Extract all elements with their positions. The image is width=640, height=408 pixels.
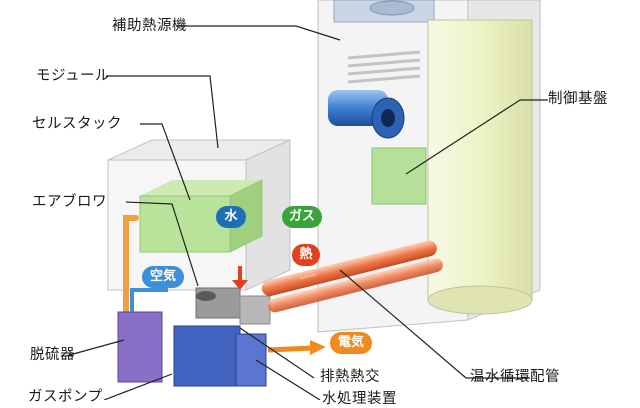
label-cell-stack: セルスタック: [32, 116, 122, 132]
hot-water-pipes: [261, 240, 443, 313]
leader-lines: [65, 25, 548, 400]
lower-equipment: [117, 287, 271, 387]
label-control-board: 制御基盤: [548, 91, 608, 107]
module-housing: [107, 139, 291, 291]
badge-air: 空気: [142, 266, 184, 288]
air-flow-arrow: [130, 288, 168, 312]
label-module: モジュール: [36, 68, 110, 84]
vent-grille: [347, 50, 421, 84]
hot-water-tank: [427, 19, 533, 315]
badge-electricity: 電気: [330, 332, 372, 354]
label-air-blower: エアブロワ: [32, 194, 107, 210]
heat-arrow: [299, 272, 317, 280]
label-aux-heat-source: 補助熱源機: [112, 18, 187, 34]
label-water-treatment: 水処理装置: [322, 391, 397, 407]
right-housing: [317, 0, 541, 333]
electricity-arrow: [267, 345, 313, 353]
control-board: [371, 147, 427, 205]
badge-water: 水: [216, 206, 246, 228]
fan-motor: [328, 90, 405, 139]
badge-gas: ガス: [282, 206, 322, 228]
badge-heat: 熱: [292, 244, 320, 266]
label-desulfurizer: 脱硫器: [30, 347, 75, 363]
label-hot-water-pipe: 温水循環配管: [470, 369, 560, 385]
label-gas-pump: ガスポンプ: [28, 389, 103, 405]
label-exhaust-heat-exchanger: 排熱熱交: [320, 369, 380, 385]
